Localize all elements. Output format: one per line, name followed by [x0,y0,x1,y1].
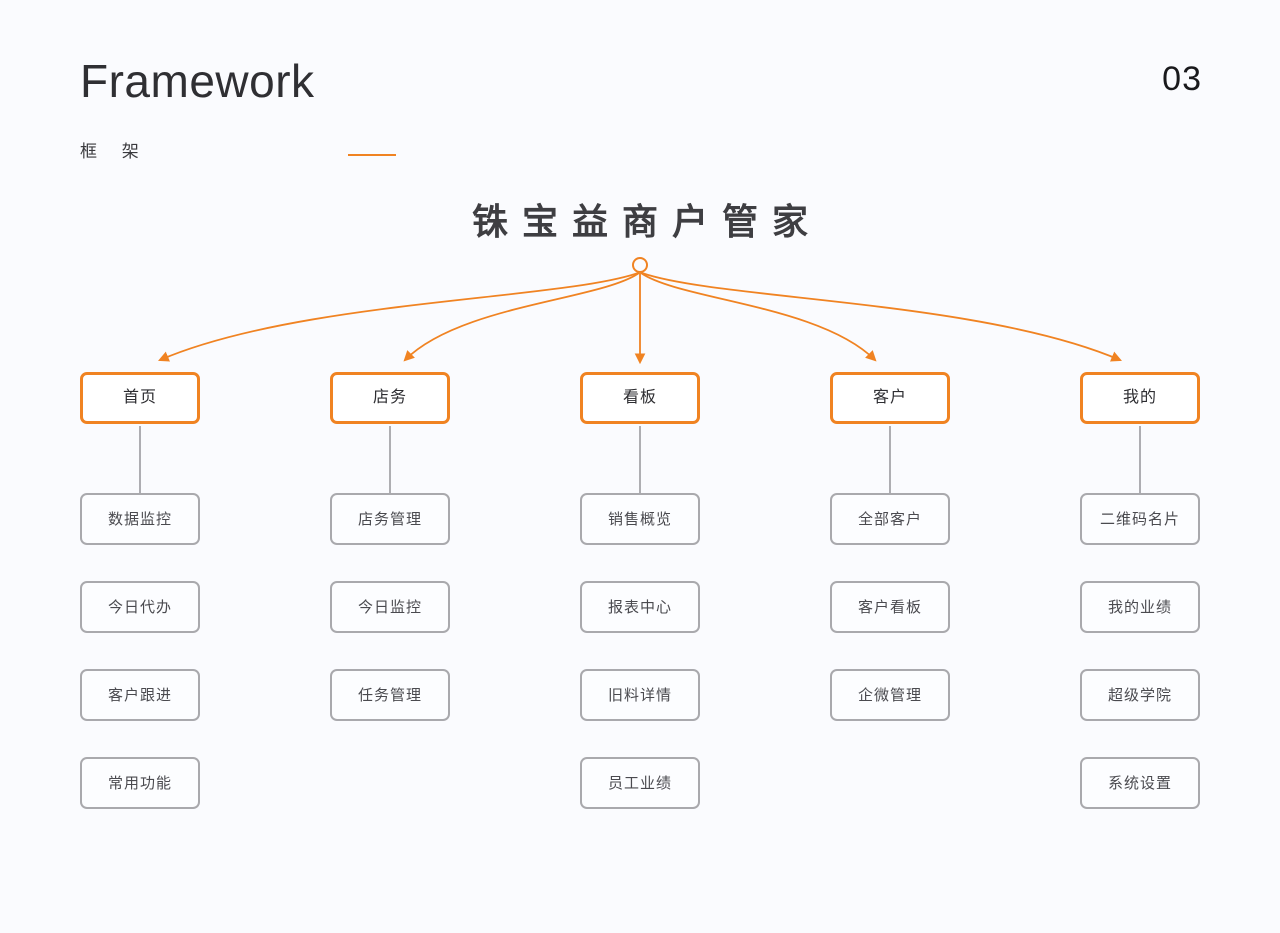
node-level2-item[interactable]: 企微管理 [830,669,950,721]
root-circle-icon [632,257,648,273]
node-level2-item[interactable]: 今日监控 [330,581,450,633]
node-level2-item[interactable]: 客户跟进 [80,669,200,721]
node-level2-item[interactable]: 销售概览 [580,493,700,545]
connector-root-to-col1 [158,272,639,362]
node-level2-item[interactable]: 今日代办 [80,581,200,633]
subtitle-accent-dash [348,154,396,156]
node-level1-mine[interactable]: 我的 [1080,372,1200,424]
connector-root-to-col5 [641,272,1122,362]
node-level1-store[interactable]: 店务 [330,372,450,424]
connector-root-to-col4 [640,272,877,362]
node-level1-customer[interactable]: 客户 [830,372,950,424]
page-title: Framework [80,55,315,107]
node-level2-item[interactable]: 报表中心 [580,581,700,633]
node-level1-home[interactable]: 首页 [80,372,200,424]
node-level2-item[interactable]: 全部客户 [830,493,950,545]
node-level1-board[interactable]: 看板 [580,372,700,424]
node-level2-item[interactable]: 系统设置 [1080,757,1200,809]
node-level2-item[interactable]: 任务管理 [330,669,450,721]
node-level2-item[interactable]: 数据监控 [80,493,200,545]
page-number: 03 [1162,60,1202,98]
node-level2-item[interactable]: 员工业绩 [580,757,700,809]
node-level2-item[interactable]: 旧料详情 [580,669,700,721]
node-level2-item[interactable]: 客户看板 [830,581,950,633]
node-level2-item[interactable]: 我的业绩 [1080,581,1200,633]
node-level2-item[interactable]: 二维码名片 [1080,493,1200,545]
page-subtitle: 框 架 [80,142,149,161]
node-level2-item[interactable]: 超级学院 [1080,669,1200,721]
connector-root-to-col2 [403,272,640,362]
node-level2-item[interactable]: 常用功能 [80,757,200,809]
node-level2-item[interactable]: 店务管理 [330,493,450,545]
root-product-title: 铢宝益商户管家 [471,201,822,242]
